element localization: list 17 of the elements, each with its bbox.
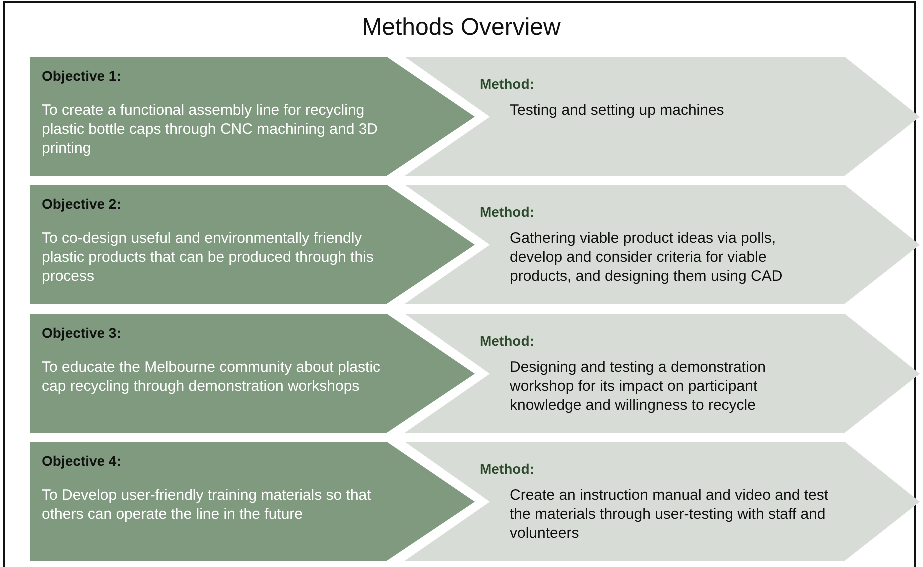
objective-text: To Develop user-friendly training materials so that others can operate the line in the future xyxy=(42,486,372,524)
method-heading: Method: xyxy=(480,332,534,351)
objective-heading: Objective 4: xyxy=(42,452,122,471)
method-heading: Method: xyxy=(480,460,534,479)
objective-heading: Objective 3: xyxy=(42,324,122,343)
method-text: Testing and setting up machines xyxy=(510,101,726,120)
title: Methods Overview xyxy=(361,14,562,42)
method-text: Gathering viable product ideas via polls, develop and consider criteria for viable products, and designing them using CAD xyxy=(510,229,784,286)
objective-heading: Objective 1: xyxy=(42,67,122,86)
method-text: Create an instruction manual and video and test the materials through user-testing with staff and volunteers xyxy=(510,486,830,543)
method-heading: Method: xyxy=(480,75,534,94)
objective-heading: Objective 2: xyxy=(42,195,122,214)
method-text: Designing and testing a demonstration workshop for its impact on participant knowledge and willingness to recycle xyxy=(510,358,767,415)
objective-text: To educate the Melbourne community about plastic cap recycling through demonstration workshops xyxy=(42,358,382,396)
objective-text: To create a functional assembly line for recycling plastic bottle caps through CNC machining and 3D printing xyxy=(42,101,380,158)
objective-text: To co-design useful and environmentally friendly plastic products that can be produced through this process xyxy=(42,229,375,286)
method-heading: Method: xyxy=(480,203,534,222)
